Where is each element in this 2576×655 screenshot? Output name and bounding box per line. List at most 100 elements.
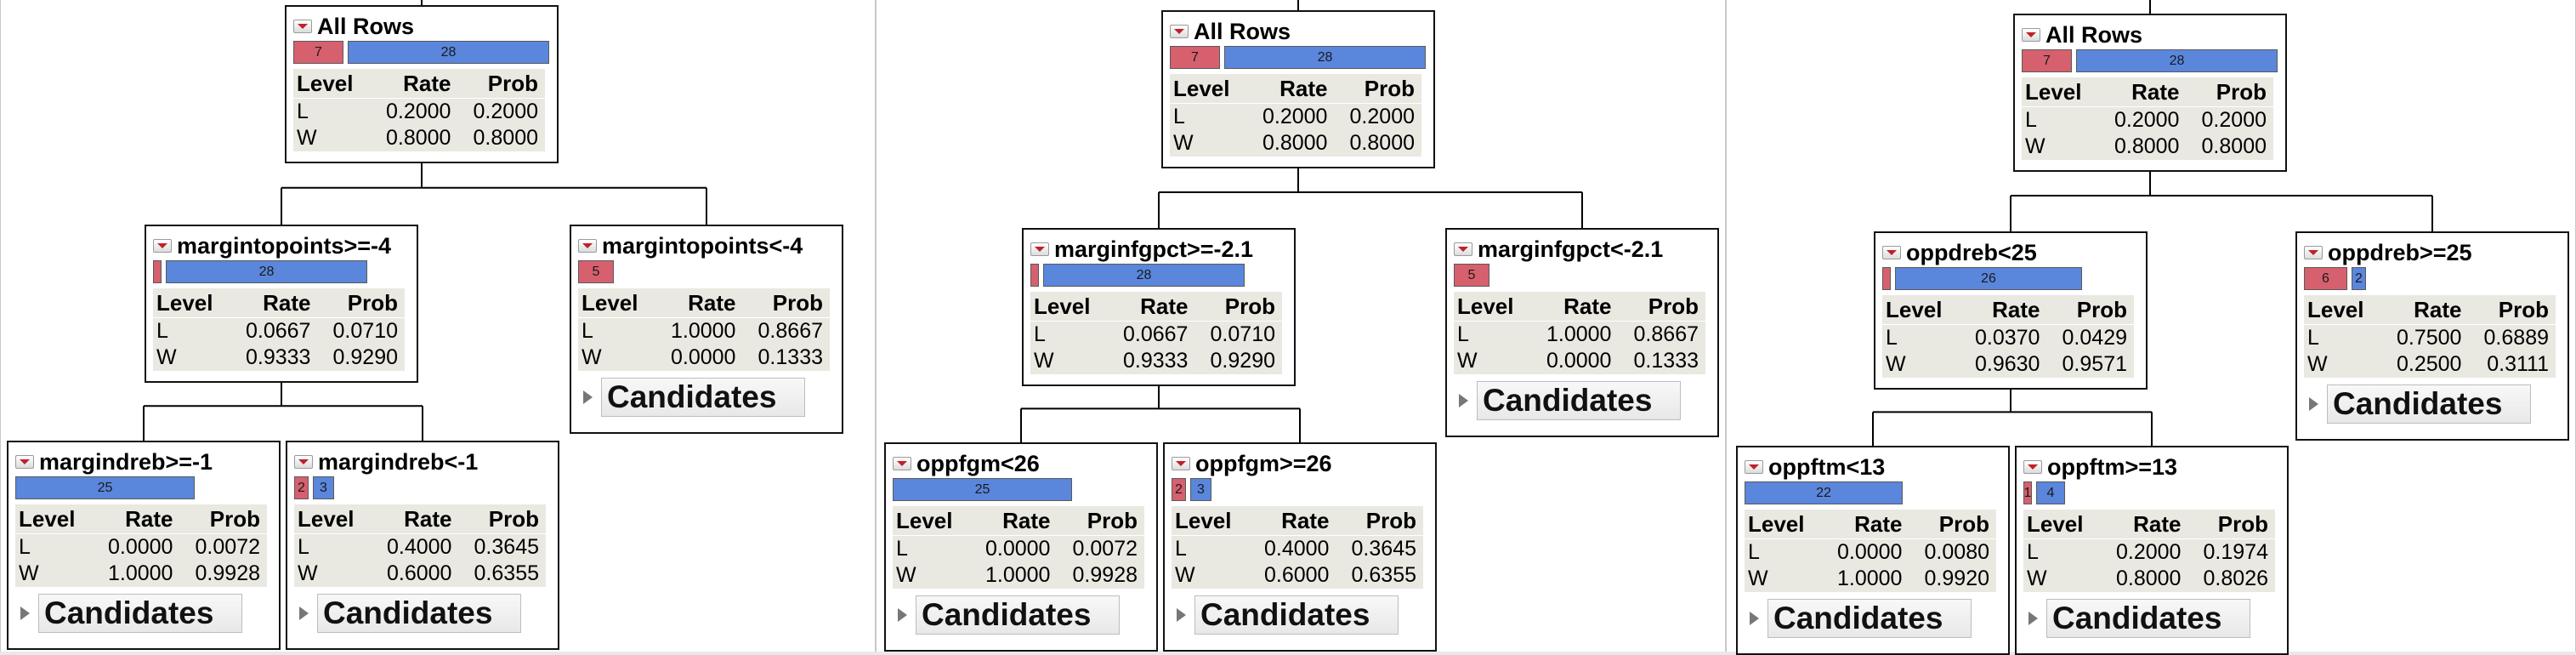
candidates-section[interactable]: Candidates <box>1745 599 2001 638</box>
cell-rate: 0.0370 <box>1975 326 2040 350</box>
candidates-toggle[interactable]: Candidates <box>2327 384 2531 424</box>
candidates-section[interactable]: Candidates <box>2023 599 2280 638</box>
node-title: All Rows <box>2045 21 2143 48</box>
candidates-toggle[interactable]: Candidates <box>1767 599 1972 638</box>
bar-segment-W: 2 <box>2352 267 2366 290</box>
candidates-toggle[interactable]: Candidates <box>601 378 805 417</box>
red-triangle-dropdown-icon[interactable] <box>294 455 313 469</box>
red-triangle-dropdown-icon[interactable] <box>1454 242 1472 256</box>
red-triangle-dropdown-icon[interactable] <box>2304 246 2323 259</box>
count-bar: 28 <box>1030 264 1287 287</box>
cell-level: L <box>2027 540 2039 564</box>
cell-level: W <box>2025 134 2045 158</box>
col-header-rate: Rate <box>370 69 458 99</box>
candidates-section[interactable]: Candidates <box>1454 381 1711 420</box>
bar-segment-L: 2 <box>294 476 309 499</box>
red-triangle-dropdown-icon[interactable] <box>1882 246 1901 259</box>
cell-prob: 0.1333 <box>757 345 823 369</box>
cell-rate: 0.9333 <box>1123 349 1189 373</box>
disclosure-triangle-icon[interactable] <box>1177 608 1186 622</box>
cell-level: W <box>1886 352 1906 376</box>
red-triangle-dropdown-icon[interactable] <box>1030 242 1049 256</box>
red-triangle-dropdown-icon[interactable] <box>1170 25 1189 38</box>
cell-level: W <box>1173 131 1194 155</box>
node-title: oppfgm>=26 <box>1195 450 1332 476</box>
col-header-level: Level <box>294 504 372 534</box>
col-header-prob: Prob <box>1909 510 1996 539</box>
red-triangle-dropdown-icon[interactable] <box>2023 460 2042 474</box>
count-bar: 22 <box>1745 481 2001 504</box>
node-header: oppdreb<25 <box>1882 240 2139 265</box>
disclosure-triangle-icon[interactable] <box>2028 612 2038 625</box>
col-header-prob: Prob <box>1057 506 1144 536</box>
node-title: margintopoints<-4 <box>602 232 803 259</box>
disclosure-triangle-icon[interactable] <box>2309 397 2318 411</box>
cell-level: W <box>1457 349 1478 373</box>
disclosure-triangle-icon[interactable] <box>1459 394 1468 407</box>
red-triangle-dropdown-icon[interactable] <box>1745 460 1763 474</box>
red-triangle-dropdown-icon[interactable] <box>153 239 172 253</box>
candidates-toggle[interactable]: Candidates <box>916 595 1120 635</box>
red-triangle-dropdown-icon[interactable] <box>578 239 597 253</box>
cell-prob: 0.1333 <box>1633 349 1699 373</box>
node-header: All Rows <box>1170 19 1427 44</box>
node-title: oppftm>=13 <box>2047 453 2178 480</box>
red-triangle-dropdown-icon[interactable] <box>293 20 312 33</box>
candidates-section[interactable]: Candidates <box>1172 595 1428 635</box>
candidates-toggle[interactable]: Candidates <box>38 594 242 633</box>
cell-level: W <box>2027 567 2047 590</box>
candidates-section[interactable]: Candidates <box>2304 384 2561 424</box>
node-header: oppdreb>=25 <box>2304 240 2561 265</box>
cell-level: L <box>1748 540 1760 564</box>
cell-level: W <box>1175 563 1195 587</box>
cell-prob: 0.6889 <box>2483 326 2549 350</box>
node-title: oppfgm<26 <box>916 450 1040 476</box>
cell-prob: 0.8667 <box>757 319 823 343</box>
red-triangle-dropdown-icon[interactable] <box>15 455 34 469</box>
disclosure-triangle-icon[interactable] <box>1750 612 1759 625</box>
candidates-section[interactable]: Candidates <box>294 594 551 633</box>
bar-segment-L <box>1030 264 1039 287</box>
col-header-rate: Rate <box>2098 77 2187 107</box>
disclosure-triangle-icon[interactable] <box>898 608 907 622</box>
red-triangle-dropdown-icon[interactable] <box>2022 28 2040 42</box>
candidates-toggle[interactable]: Candidates <box>1194 595 1399 635</box>
candidates-section[interactable]: Candidates <box>15 594 272 633</box>
bar-segment-L: 7 <box>1170 46 1220 69</box>
node-title: marginfgpct<-2.1 <box>1478 236 1664 262</box>
cell-level: W <box>582 345 602 369</box>
cell-rate: 0.0667 <box>246 319 311 343</box>
candidates-toggle[interactable]: Candidates <box>1477 381 1681 420</box>
red-triangle-dropdown-icon[interactable] <box>893 457 911 470</box>
disclosure-triangle-icon[interactable] <box>583 390 593 404</box>
red-triangle-dropdown-icon[interactable] <box>1172 457 1190 470</box>
candidates-toggle[interactable]: Candidates <box>2046 599 2250 638</box>
disclosure-triangle-icon[interactable] <box>299 607 309 620</box>
bar-segment-L: 7 <box>293 41 343 64</box>
cell-level: L <box>2307 326 2319 350</box>
candidates-section[interactable]: Candidates <box>578 378 835 417</box>
candidates-toggle[interactable]: Candidates <box>317 594 521 633</box>
bar-segment-W: 28 <box>1224 46 1426 69</box>
candidates-section[interactable]: Candidates <box>893 595 1149 635</box>
disclosure-triangle-icon[interactable] <box>20 607 30 620</box>
col-header-prob: Prob <box>2046 295 2134 325</box>
